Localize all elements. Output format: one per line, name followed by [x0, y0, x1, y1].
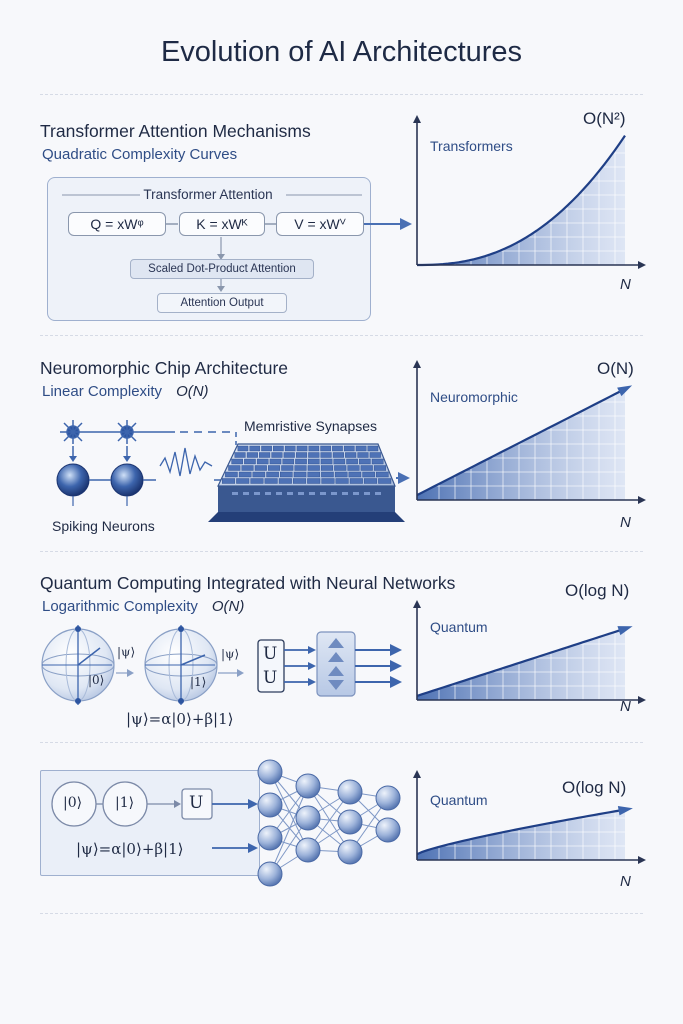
neuron-node: [337, 809, 363, 835]
divider: [40, 913, 643, 914]
spike-wave-icon: [159, 447, 213, 477]
quadratic-curve: [416, 135, 626, 267]
attention-output: Attention Output: [157, 293, 287, 313]
arrow-icon: [413, 770, 421, 778]
arrow-icon: [617, 626, 633, 636]
complexity-label-linear: O(N): [597, 359, 634, 378]
complexity-label-quadratic: O(N²): [583, 109, 626, 128]
graph-label-quantum: Quantum: [430, 619, 488, 635]
linear-complexity-graph: [413, 360, 646, 504]
neuron-node: [257, 825, 283, 851]
neuron-node: [257, 792, 283, 818]
arrow-icon: [638, 856, 646, 864]
u-gate-label: U: [263, 668, 278, 688]
scaled-dot-product-attention: Scaled Dot-Product Attention: [130, 259, 314, 279]
page-title: Evolution of AI Architectures: [160, 36, 523, 68]
neuron-node: [375, 817, 401, 843]
section-heading-transformer: Transformer Attention Mechanisms: [40, 121, 311, 141]
logarithmic-complexity-graph: [413, 600, 646, 704]
graph-label-neuromorphic: Neuromorphic: [430, 389, 518, 405]
complexity-area: [417, 135, 625, 265]
memristive-chip-icon: [208, 443, 405, 522]
divider: [40, 551, 643, 552]
axis-label-n: N: [620, 873, 631, 890]
axis-label-n: N: [620, 276, 631, 293]
ket-zero-label: |0⟩: [63, 795, 83, 811]
neuron-node: [337, 779, 363, 805]
logarithmic-curve: [416, 808, 626, 856]
arrow-icon: [617, 805, 633, 816]
arrow-icon: [638, 696, 646, 704]
superposition-equation: |ψ⟩=α|0⟩+β|1⟩: [126, 710, 234, 728]
u-gate-label: U: [263, 644, 278, 664]
section-subtitle-transformer: Quadratic Complexity Curves: [42, 146, 238, 163]
psi-state-label: |ψ⟩: [117, 645, 136, 659]
neural-network-icon: [257, 759, 401, 887]
logarithmic-curve: [416, 627, 626, 697]
memristive-synapses-label: Memristive Synapses: [244, 418, 378, 434]
psi-state-label: |ψ⟩: [221, 647, 240, 661]
section-heading-quantum: Quantum Computing Integrated with Neural…: [40, 573, 456, 593]
axis-label-n: N: [620, 514, 631, 531]
divider: [40, 94, 643, 95]
spiking-neurons-label: Spiking Neurons: [52, 518, 155, 534]
neuron-node: [295, 805, 321, 831]
quantum-gate-box-icon: [316, 631, 356, 697]
query-projection: Q = xWᵠ: [68, 212, 166, 236]
bloch-sphere-icon: [41, 625, 218, 705]
key-projection: K = xWᴷ: [179, 212, 265, 236]
transformer-panel-title: Transformer Attention: [143, 187, 273, 202]
arrow-icon: [413, 360, 421, 368]
quadratic-complexity-graph: [413, 115, 646, 269]
complexity-label-log: O(log N): [562, 778, 627, 797]
arrow-icon: [638, 261, 646, 269]
neuron-node: [257, 759, 283, 785]
section-heading-neuromorphic: Neuromorphic Chip Architecture: [40, 358, 289, 378]
complexity-area: [417, 809, 625, 860]
complexity-label-log: O(log N): [565, 581, 630, 600]
axis-label-n: N: [620, 698, 631, 715]
neuron-node: [337, 839, 363, 865]
ket-one-label: |1⟩: [190, 675, 207, 689]
neuron-node: [295, 773, 321, 799]
value-projection: V = xWⱽ: [276, 212, 364, 236]
graph-label-quantum: Quantum: [430, 792, 488, 808]
neuron-node: [375, 785, 401, 811]
linear-curve: [416, 388, 626, 497]
arrow-icon: [413, 600, 421, 608]
superposition-equation: |ψ⟩=α|0⟩+β|1⟩: [76, 840, 184, 858]
arrow-icon: [413, 115, 421, 123]
spike-icon: [60, 420, 140, 444]
graph-label-transformers: Transformers: [430, 138, 513, 154]
arrow-icon: [617, 385, 633, 397]
divider: [40, 335, 643, 336]
divider: [40, 742, 643, 743]
logarithmic-complexity-graph: [413, 770, 646, 864]
neuron-node: [295, 837, 321, 863]
ket-one-label: |1⟩: [115, 795, 135, 811]
ket-zero-label: |0⟩: [88, 673, 105, 687]
neuron-node: [257, 861, 283, 887]
u-gate-label: U: [189, 793, 204, 813]
arrow-icon: [638, 496, 646, 504]
